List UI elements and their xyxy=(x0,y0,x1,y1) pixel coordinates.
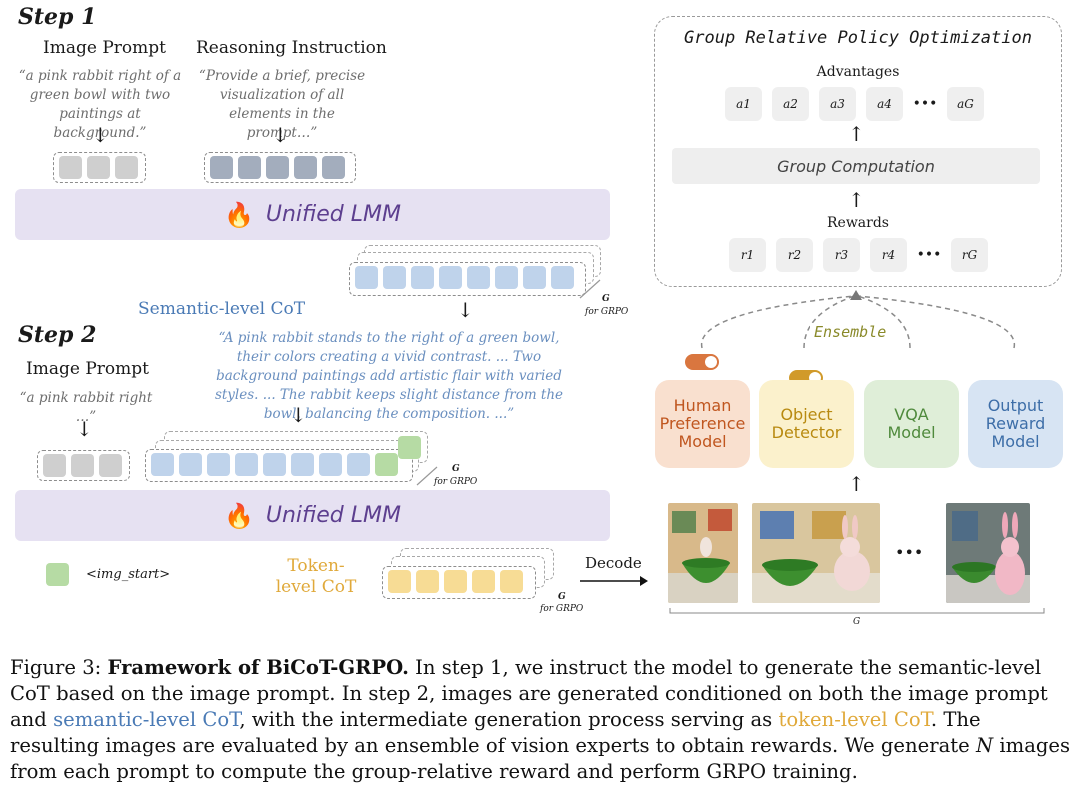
images-ellipsis: ••• xyxy=(895,543,924,562)
human-preference-model: Human Preference Model xyxy=(655,380,750,468)
step2-cot-tokens xyxy=(145,449,413,482)
caption-semantic-cot: semantic-level CoT xyxy=(53,708,240,731)
advantage-chip: a4 xyxy=(866,87,903,121)
ensemble-arcs xyxy=(700,290,1016,349)
step1-reasoning-header: Reasoning Instruction xyxy=(196,38,387,58)
up-arrow-icon: ↑ xyxy=(848,122,865,146)
step2-title: Step 2 xyxy=(18,322,97,348)
rewards-label: Rewards xyxy=(827,215,889,231)
advantages-row: a1 a2 a3 a4 ••• aG xyxy=(725,87,984,121)
step1-image-prompt-header: Image Prompt xyxy=(43,38,166,58)
down-arrow-icon: ↓ xyxy=(272,123,289,147)
figure-caption: Figure 3: Framework of BiCoT-GRPO. In st… xyxy=(10,655,1072,785)
reward-chip: r4 xyxy=(870,238,907,272)
down-arrow-icon: ↓ xyxy=(457,298,474,322)
advantage-chip: a2 xyxy=(772,87,809,121)
caption-figure-number: Figure 3: xyxy=(10,656,102,679)
right-arrow-icon xyxy=(580,576,648,586)
semantic-cot-label: Semantic-level CoT xyxy=(138,299,306,319)
unified-lmm-label: Unified LMM xyxy=(265,202,401,227)
ensemble-label: Ensemble xyxy=(810,323,891,341)
reward-chip: rG xyxy=(951,238,988,272)
token-level-cot-label: Token-level CoT xyxy=(275,556,357,597)
semantic-cot-tokens xyxy=(349,262,586,296)
down-arrow-icon: ↓ xyxy=(290,403,307,427)
instruction-tokens xyxy=(204,152,356,183)
ellipsis: ••• xyxy=(916,247,942,263)
step1-reasoning-quote: “Provide a brief, precise visualization … xyxy=(198,68,366,141)
rewards-row: r1 r2 r3 r4 ••• rG xyxy=(729,238,988,272)
step2-prompt-tokens xyxy=(37,450,130,481)
grpo-title: Group Relative Policy Optimization xyxy=(684,28,1032,48)
g-label: G xyxy=(602,294,610,304)
ellipsis: ••• xyxy=(912,96,938,112)
grpo-panel xyxy=(654,16,1062,287)
toggle-icon xyxy=(685,354,719,370)
semantic-cot-quote: “A pink rabbit stands to the right of a … xyxy=(214,330,564,422)
group-computation-box: Group Computation xyxy=(672,148,1040,184)
step2-image-prompt-header: Image Prompt xyxy=(26,359,149,379)
caption-token-cot: token-level CoT xyxy=(778,708,931,731)
caption-text: , with the intermediate generation proce… xyxy=(239,708,773,731)
up-arrow-icon: ↑ xyxy=(848,188,865,212)
step2-image-prompt-quote: “a pink rabbit right …” xyxy=(19,390,153,425)
reward-chip: r2 xyxy=(776,238,813,272)
advantage-chip: a3 xyxy=(819,87,856,121)
reward-chip: r1 xyxy=(729,238,766,272)
legend-label: <img_start> xyxy=(86,567,171,582)
step1-image-prompt-quote: “a pink rabbit right of a green bowl wit… xyxy=(18,68,182,141)
images-g-label: G xyxy=(853,617,861,627)
image-prompt-tokens xyxy=(53,152,146,183)
unified-lmm-block: 🔥 Unified LMM xyxy=(15,189,610,240)
object-detector-model: Object Detector xyxy=(759,380,854,468)
fire-icon: 🔥 xyxy=(224,200,254,229)
g-label: G xyxy=(558,592,566,602)
group-bracket xyxy=(669,608,1045,614)
img-start-token xyxy=(398,436,421,459)
vqa-model: VQA Model xyxy=(864,380,959,468)
up-arrow-icon: ↑ xyxy=(848,472,865,496)
caption-n: N xyxy=(975,734,994,757)
legend-swatch xyxy=(46,563,69,586)
advantage-chip: aG xyxy=(947,87,984,121)
output-reward-model: Output Reward Model xyxy=(968,380,1063,468)
stack-bracket xyxy=(579,279,601,299)
generated-image xyxy=(752,503,880,603)
reward-chip: r3 xyxy=(823,238,860,272)
grpo-label: for GRPO xyxy=(434,477,478,487)
unified-lmm-block-2: 🔥 Unified LMM xyxy=(15,490,610,541)
grpo-label: for GRPO xyxy=(540,604,584,614)
advantages-label: Advantages xyxy=(816,64,900,80)
caption-text: images from each prompt to compute the g… xyxy=(10,734,1071,783)
decode-label: Decode xyxy=(585,554,642,572)
token-level-cot-tokens xyxy=(382,566,536,599)
down-arrow-icon: ↓ xyxy=(76,417,93,441)
g-label: G xyxy=(452,464,460,474)
step1-title: Step 1 xyxy=(18,4,97,30)
grpo-label: for GRPO xyxy=(585,307,629,317)
down-arrow-icon: ↓ xyxy=(92,123,109,147)
caption-text: . The resulting images are evaluated by … xyxy=(10,708,981,757)
generated-image xyxy=(946,503,1030,603)
caption-bold-title: Framework of BiCoT-GRPO. xyxy=(107,656,409,679)
unified-lmm-label: Unified LMM xyxy=(265,503,401,528)
generated-image xyxy=(668,503,738,603)
caption-text: In step 1, we instruct the model to gene… xyxy=(10,656,1048,731)
fire-icon: 🔥 xyxy=(224,501,254,530)
advantage-chip: a1 xyxy=(725,87,762,121)
stack-bracket xyxy=(416,466,438,486)
